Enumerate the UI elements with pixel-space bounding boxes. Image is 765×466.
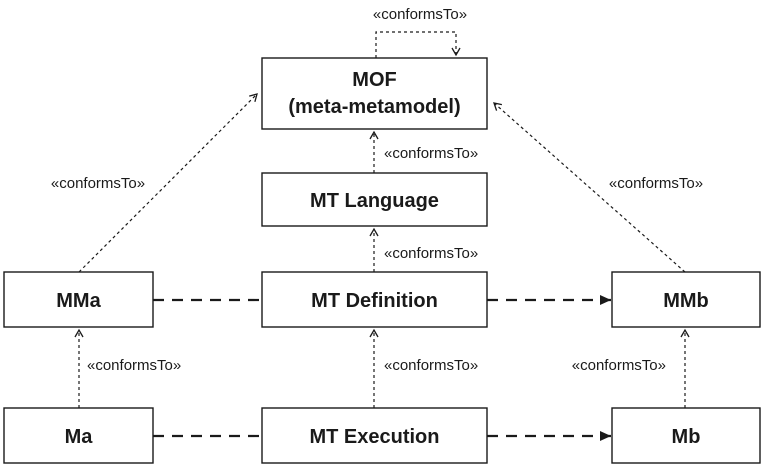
node-mb: Mb — [611, 407, 761, 464]
node-mt-execution: MT Execution — [261, 407, 488, 464]
node-mb-label: Mb — [672, 426, 701, 448]
edge-label-ma-mma: «conformsTo» — [87, 357, 181, 374]
node-mt-language: MT Language — [261, 172, 488, 227]
node-mt-definition: MT Definition — [261, 271, 488, 328]
edge-label-mtdef-mtlang: «conformsTo» — [384, 245, 478, 262]
edge-label-mof-self: «conformsTo» — [373, 6, 467, 23]
edge-label-mtexec-mtdef: «conformsTo» — [384, 357, 478, 374]
node-ma-label: Ma — [65, 426, 94, 448]
node-mof-subtitle: (meta-metamodel) — [288, 96, 460, 118]
node-mma: MMa — [3, 271, 154, 328]
node-mof: MOF (meta-metamodel) — [261, 57, 488, 130]
edge-mof-self — [375, 31, 461, 58]
node-mmb: MMb — [611, 271, 761, 328]
edge-mmb-mof — [493, 102, 686, 273]
edge-label-mmb-mof: «conformsTo» — [609, 175, 703, 192]
node-mma-label: MMa — [56, 290, 101, 312]
edge-label-mb-mmb: «conformsTo» — [572, 357, 666, 374]
node-mt-language-label: MT Language — [310, 190, 439, 212]
edge-label-mtlang-mof: «conformsTo» — [384, 145, 478, 162]
edge-label-mma-mof: «conformsTo» — [51, 175, 145, 192]
node-mof-title: MOF — [352, 69, 396, 91]
node-ma: Ma — [3, 407, 154, 464]
node-mt-definition-label: MT Definition — [311, 290, 438, 312]
node-mt-execution-label: MT Execution — [309, 426, 439, 448]
node-mmb-label: MMb — [663, 290, 709, 312]
